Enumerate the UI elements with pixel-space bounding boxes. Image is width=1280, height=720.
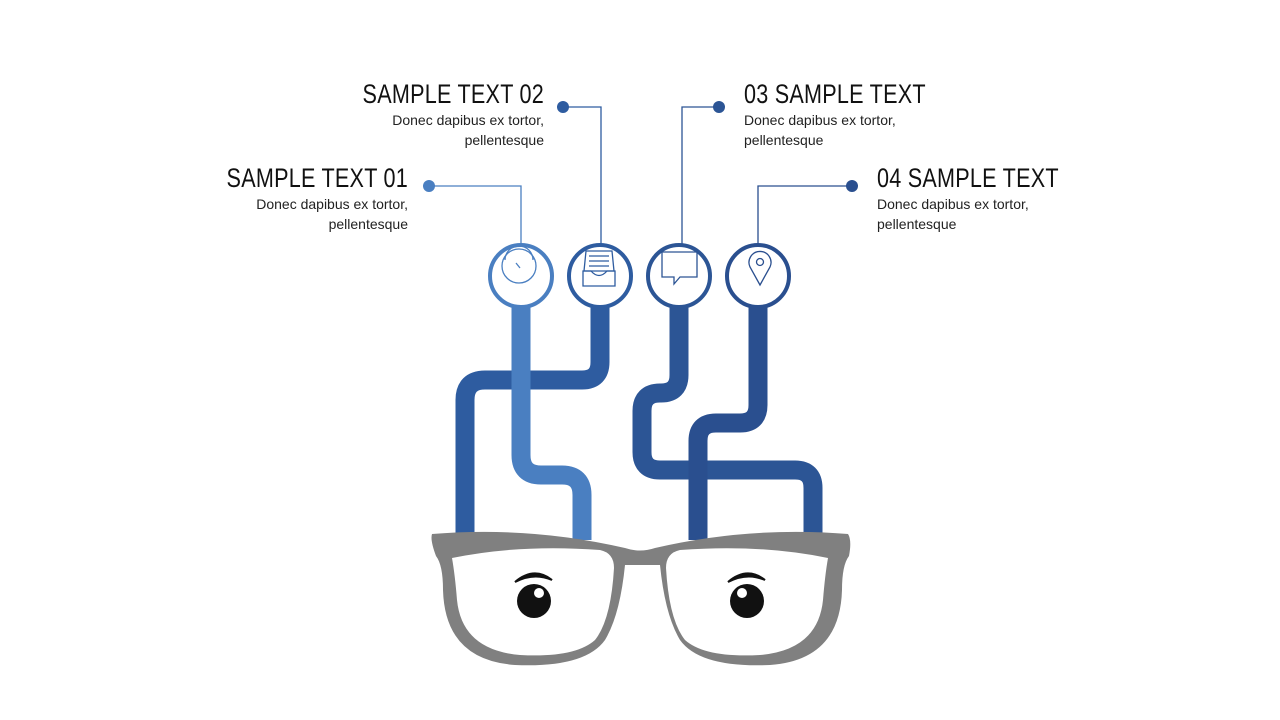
item-title: SAMPLE TEXT 01 <box>226 163 408 193</box>
item-title: SAMPLE TEXT 02 <box>362 79 544 109</box>
leader-dot-03 <box>713 101 725 113</box>
text-block-03: 03 SAMPLE TEXT Donec dapibus ex tortor, … <box>744 79 1004 149</box>
item-desc-line2: pellentesque <box>744 132 824 148</box>
tube-02 <box>455 300 610 540</box>
item-title: 04 SAMPLE TEXT <box>877 163 1059 193</box>
chat-bubble-icon <box>661 251 698 286</box>
item-desc-line2: pellentesque <box>464 132 544 148</box>
item-desc-line2: pellentesque <box>328 216 408 232</box>
tube-04 <box>688 300 768 540</box>
location-pin-icon <box>748 250 772 287</box>
leader-line-02 <box>563 106 602 245</box>
text-block-04: 04 SAMPLE TEXT Donec dapibus ex tortor, … <box>877 163 1137 233</box>
leader-dot-04 <box>846 180 858 192</box>
item-desc-line2: pellentesque <box>877 216 957 232</box>
leader-dot-01 <box>423 180 435 192</box>
icon-circle-03 <box>646 243 712 309</box>
icon-circle-01 <box>488 243 554 309</box>
leader-line-01 <box>429 185 522 245</box>
leader-dot-02 <box>557 101 569 113</box>
right-eye <box>727 572 766 618</box>
item-title: 03 SAMPLE TEXT <box>744 79 926 109</box>
item-desc-line1: Donec dapibus ex tortor, <box>392 112 544 128</box>
icon-circle-04 <box>725 243 791 309</box>
item-desc-line1: Donec dapibus ex tortor, <box>877 196 1029 212</box>
item-desc-line1: Donec dapibus ex tortor, <box>256 196 408 212</box>
leader-line-04 <box>757 185 852 245</box>
item-desc-line1: Donec dapibus ex tortor, <box>744 112 896 128</box>
tube-03 <box>632 300 823 540</box>
tube-01 <box>511 300 592 540</box>
inbox-tray-icon <box>582 250 616 287</box>
leader-line-03 <box>681 106 719 245</box>
text-block-02: SAMPLE TEXT 02 Donec dapibus ex tortor, … <box>284 79 544 149</box>
left-eye <box>514 572 553 618</box>
text-block-01: SAMPLE TEXT 01 Donec dapibus ex tortor, … <box>148 163 408 233</box>
speedometer-icon <box>501 245 537 284</box>
